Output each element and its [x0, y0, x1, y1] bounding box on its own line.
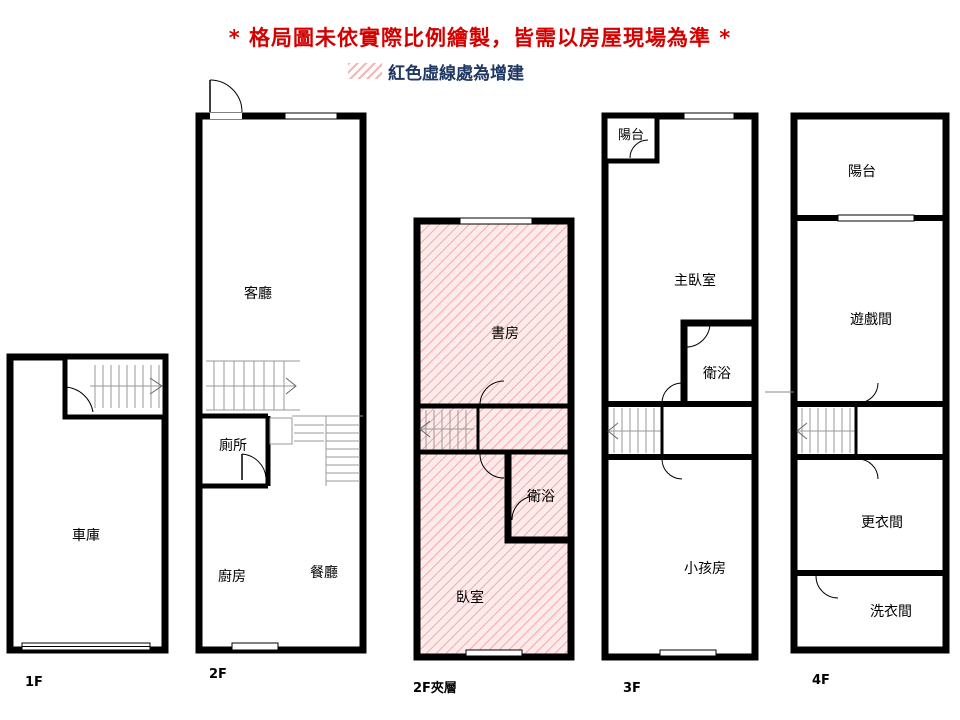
room-label-living: 客廳	[244, 285, 272, 302]
floor-4f: 陽台 遊戲間 更衣間 洗衣間 4F	[765, 112, 950, 688]
floor-label-1f: 1F	[25, 675, 43, 690]
room-label-master: 主臥室	[674, 272, 716, 289]
room-label-dressing: 更衣間	[861, 515, 903, 531]
legend-hatch-swatch	[348, 63, 382, 79]
floor-1f: 車庫 1F	[6, 353, 169, 690]
room-label-dining: 餐廳	[310, 564, 338, 581]
legend: 紅色虛線處為增建	[348, 60, 524, 84]
outer-walls-4f	[790, 112, 950, 654]
door-swing-2f-toilet	[241, 453, 267, 479]
room-label-kitchen: 廚房	[218, 568, 246, 585]
stairs-1f	[90, 365, 163, 408]
bath-walls-mezzanine	[504, 452, 571, 544]
door-swing-mezz-bedroom	[479, 453, 505, 479]
window-mezz-top	[459, 217, 533, 225]
floor-2f: 客廳 廁所 廚房 餐廳 2F	[195, 79, 367, 682]
stairs-2f-living	[206, 360, 300, 411]
window-mezz-bottom	[465, 649, 523, 657]
room-label-play: 遊戲間	[850, 312, 892, 328]
room-label-bath-mezz: 衛浴	[527, 489, 555, 505]
floor-3f: 陽台 主臥室 衛浴 小孩房 3F	[601, 112, 759, 696]
outer-walls-3f	[601, 112, 759, 661]
floor-label-3f: 3F	[623, 681, 641, 696]
outer-walls-2f-mezzanine	[413, 217, 575, 661]
floor-label-2f-mezzanine: 2F夾層	[413, 681, 457, 696]
room-label-balcony-4f: 陽台	[848, 164, 876, 180]
floor-2f-mezzanine: 書房 衛浴 臥室 2F夾層	[413, 217, 575, 696]
room-label-bedroom: 臥室	[456, 589, 484, 606]
room-label-kids: 小孩房	[684, 561, 726, 577]
stairs-2f-center	[269, 415, 363, 486]
door-swing-mezz-study	[479, 380, 505, 406]
window-4f-balcony	[837, 214, 915, 222]
room-label-garage: 車庫	[72, 527, 100, 544]
stairs-4f	[796, 408, 856, 453]
stair-enclosure-1f	[62, 354, 168, 420]
disclaimer-notice: * 格局圖未依實際比例繪製，皆需以房屋現場為準 *	[228, 26, 732, 50]
room-label-bath-3f: 衛浴	[703, 366, 731, 382]
stairs-mezzanine	[419, 410, 474, 449]
floor-label-2f: 2F	[209, 667, 227, 682]
floor-label-4f: 4F	[812, 673, 830, 688]
legend-label: 紅色虛線處為增建	[388, 63, 524, 84]
window-2f-top	[284, 112, 338, 120]
door-swing-1f	[64, 386, 94, 413]
door-swing-2f-entry	[209, 79, 243, 113]
window-3f-top	[683, 112, 735, 120]
room-label-balcony-3f: 陽台	[618, 128, 644, 143]
room-label-study: 書房	[491, 326, 519, 342]
balcony-3f-walls	[602, 113, 660, 164]
window-2f-bottom	[231, 642, 279, 651]
bath-walls-3f	[680, 319, 755, 404]
window-3f-bottom	[659, 649, 717, 657]
outer-walls-2f	[195, 112, 367, 654]
room-label-laundry: 洗衣間	[870, 604, 912, 620]
stairs-3f	[607, 408, 662, 453]
room-label-toilet: 廁所	[219, 437, 247, 454]
